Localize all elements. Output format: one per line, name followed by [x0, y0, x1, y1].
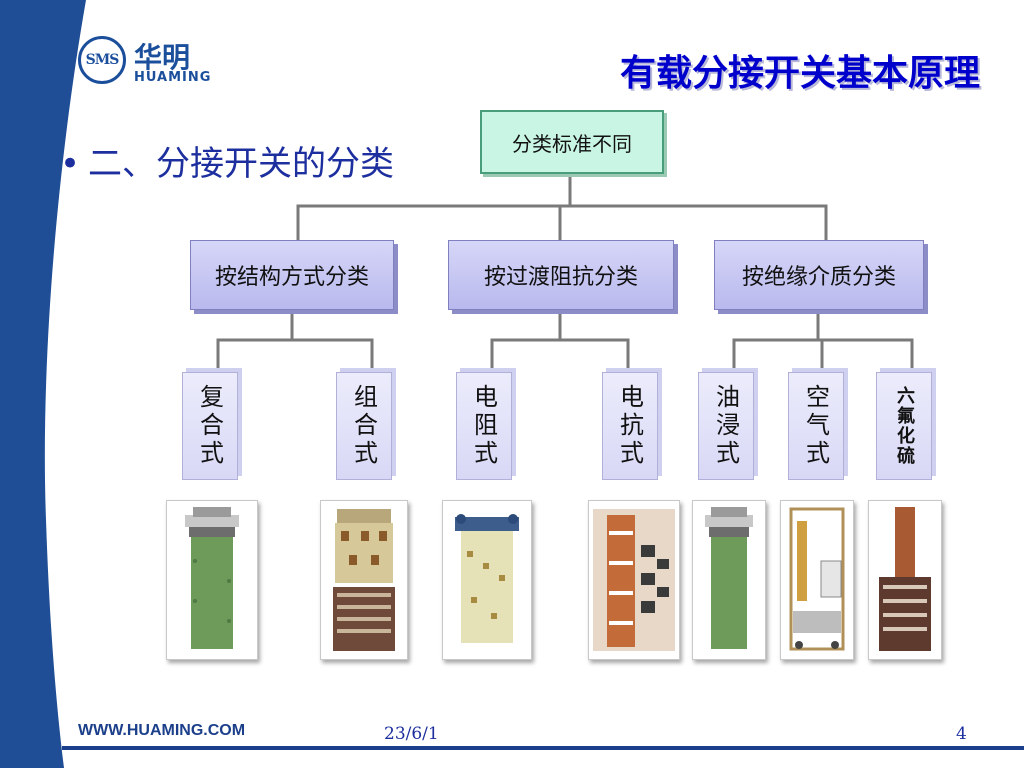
- photo-combined: [320, 500, 408, 660]
- footer-divider: [62, 746, 1024, 750]
- footer-date: 23/6/1: [384, 724, 439, 744]
- footer-url: WWW.HUAMING.COM: [78, 722, 246, 739]
- logo-emblem: SMS: [78, 36, 126, 84]
- category-transition-impedance: 按过渡阻抗分类: [448, 240, 674, 310]
- leaf-oil-immersed: 油浸式: [698, 372, 754, 480]
- leaf-sf6: 六氟化硫: [876, 372, 932, 480]
- photo-sf6: [868, 500, 942, 660]
- bullet-point: •二、分接开关的分类: [60, 136, 394, 185]
- category-insulation-medium: 按绝缘介质分类: [714, 240, 924, 310]
- bullet-marker: •: [60, 144, 81, 184]
- photo-resistor: [442, 500, 532, 660]
- leaf-combined: 组合式: [336, 372, 392, 480]
- leaf-reactor: 电抗式: [602, 372, 658, 480]
- photo-oil-immersed: [692, 500, 766, 660]
- slide-title: 有载分接开关基本原理: [619, 53, 980, 94]
- bullet-text: 二、分接开关的分类: [88, 144, 394, 184]
- logo-en-name: HUAMING: [134, 70, 212, 85]
- page-number: 4: [956, 724, 967, 744]
- leaf-air: 空气式: [788, 372, 844, 480]
- leaf-resistor: 电阻式: [456, 372, 512, 480]
- root-node: 分类标准不同: [480, 110, 664, 174]
- logo-cn-name: 华明: [134, 41, 191, 74]
- huaming-logo: SMS 华明 HUAMING: [78, 36, 218, 92]
- photo-air: [780, 500, 854, 660]
- photo-reactor: [588, 500, 680, 660]
- leaf-composite: 复合式: [182, 372, 238, 480]
- photo-composite: [166, 500, 258, 660]
- category-structure: 按结构方式分类: [190, 240, 394, 310]
